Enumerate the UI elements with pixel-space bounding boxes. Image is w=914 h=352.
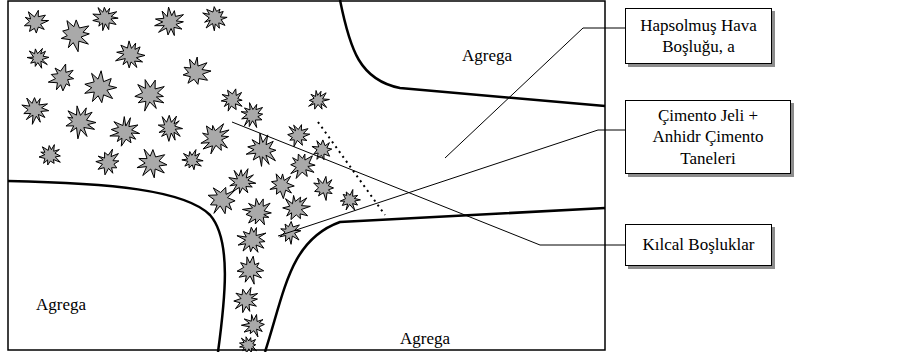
aggregate-label-region: Agrega (34, 293, 88, 316)
cement-grain (24, 10, 48, 33)
callout-box: Kılcal Boşluklar (625, 224, 772, 266)
aggregate-outline (8, 181, 225, 352)
cement-grain (237, 256, 264, 284)
cement-grain (208, 187, 235, 213)
cement-grain (241, 103, 263, 128)
region-label: Agrega (462, 45, 512, 66)
region-label: Agrega (400, 328, 450, 349)
cement-grain (203, 7, 227, 31)
cement-grain (309, 90, 330, 109)
cement-grain (291, 154, 315, 178)
cement-grain (280, 221, 301, 244)
cement-grain (48, 64, 73, 91)
region-label: Agrega (36, 294, 86, 315)
cement-grain (158, 115, 182, 141)
aggregate-label-region: Agrega (398, 327, 452, 350)
cement-grain (155, 7, 184, 35)
cement-grain (135, 80, 164, 111)
cement-grain (61, 20, 89, 52)
cement-grain (183, 57, 211, 84)
cement-grain (93, 7, 118, 30)
cement-grain (270, 174, 294, 199)
cement-grain (221, 89, 242, 111)
callout-box: Çimento Jeli + Anhidr Çimento Taneleri (625, 100, 791, 174)
leader-line (232, 122, 625, 245)
cement-grain (288, 125, 310, 147)
leader-line (278, 130, 625, 236)
cement-grain (314, 176, 334, 200)
cement-grain (116, 41, 145, 68)
frame (8, 1, 605, 350)
cement-grains (22, 7, 361, 352)
callout-text: Çimento Jeli + Anhidr Çimento Taneleri (634, 105, 782, 169)
callout-text: Kılcal Boşluklar (643, 234, 755, 255)
cement-grain (85, 71, 117, 103)
leader-line (445, 28, 625, 158)
aggregate-outline (340, 0, 605, 106)
cement-grain (229, 169, 256, 194)
cement-grain (22, 98, 49, 125)
cement-grain (137, 149, 167, 178)
aggregate-label-region: Agrega (460, 44, 514, 67)
callout-text: Hapsolmuş Hava Boşluğu, a (634, 15, 763, 58)
aggregate-outline (265, 208, 605, 352)
void-boundary (318, 122, 385, 215)
cement-grain (201, 124, 229, 154)
cement-grain (242, 198, 271, 224)
cement-grain (96, 149, 119, 175)
cement-grain (66, 106, 96, 139)
callout-box: Hapsolmuş Hava Boşluğu, a (625, 8, 772, 64)
cement-grain (237, 227, 266, 252)
cement-grain (340, 190, 360, 211)
cement-grain (241, 315, 264, 337)
cement-grain (182, 150, 203, 170)
cement-grain (234, 288, 258, 313)
cement-grain (240, 337, 257, 352)
cement-grain (283, 195, 311, 219)
cement-grain (39, 145, 60, 165)
cement-grain (27, 48, 49, 68)
cement-grain (110, 117, 140, 147)
cement-grain (312, 140, 332, 160)
